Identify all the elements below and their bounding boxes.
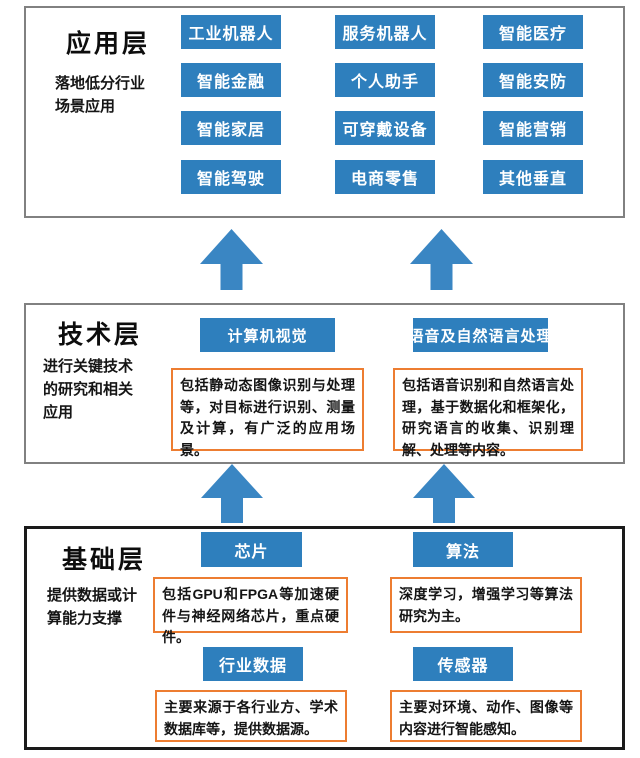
- algorithms-description: 深度学习，增强学习等算法研究为主。: [390, 577, 582, 633]
- technology-subtitle-line-2: 的研究和相关: [43, 381, 134, 398]
- node-personal-assistant: 个人助手: [335, 63, 435, 97]
- node-computer-vision: 计算机视觉: [200, 318, 335, 352]
- node-smart-driving: 智能驾驶: [181, 160, 281, 194]
- application-layer-title: 应用层: [66, 30, 151, 58]
- foundation-subtitle-line-2: 算能力支撑: [47, 610, 123, 627]
- chips-description: 包括GPU和FPGA等加速硬件与神经网络芯片，重点硬件。: [153, 577, 348, 645]
- node-smart-home: 智能家居: [181, 111, 281, 145]
- node-service-robots: 服务机器人: [335, 15, 435, 49]
- node-industrial-robots: 工业机器人: [181, 15, 281, 49]
- application-subtitle-line-2: 场景应用: [55, 98, 116, 115]
- node-smart-security: 智能安防: [483, 63, 583, 97]
- node-industry-data: 行业数据: [203, 647, 303, 681]
- application-subtitle-line-1: 落地低分行业: [55, 75, 146, 92]
- node-smart-healthcare: 智能医疗: [483, 15, 583, 49]
- technology-layer-title: 技术层: [58, 321, 143, 349]
- node-other-verticals: 其他垂直: [483, 160, 583, 194]
- node-wearables: 可穿戴设备: [335, 111, 435, 145]
- node-sensors: 传感器: [413, 647, 513, 681]
- node-smart-finance: 智能金融: [181, 63, 281, 97]
- up-arrow-icon: [410, 229, 473, 290]
- up-arrow-icon: [201, 464, 263, 523]
- technology-layer-subtitle: 进行关键技术 的研究和相关 应用: [43, 355, 133, 424]
- foundation-subtitle-line-1: 提供数据或计: [47, 587, 138, 604]
- node-chips: 芯片: [201, 532, 302, 567]
- node-ecommerce-retail: 电商零售: [335, 160, 435, 194]
- node-algorithms: 算法: [413, 532, 513, 567]
- technology-subtitle-line-3: 应用: [43, 404, 74, 421]
- up-arrow-icon: [413, 464, 475, 523]
- node-speech-nlp: 语音及自然语言处理: [409, 318, 552, 352]
- speech-nlp-description: 包括语音识别和自然语言处理，基于数据化和框架化，研究语言的收集、识别理解、处理等…: [393, 368, 583, 458]
- computer-vision-description: 包括静动态图像识别与处理等，对目标进行识别、测量及计算，有广泛的应用场景。: [171, 368, 364, 458]
- application-layer-subtitle: 落地低分行业 场景应用: [55, 72, 145, 118]
- foundation-layer-title: 基础层: [62, 546, 147, 574]
- industry-data-description: 主要来源于各行业方、学术数据库等，提供数据源。: [155, 690, 347, 742]
- technology-subtitle-line-1: 进行关键技术: [43, 358, 134, 375]
- sensors-description: 主要对环境、动作、图像等内容进行智能感知。: [390, 690, 582, 742]
- foundation-layer-subtitle: 提供数据或计 算能力支撑: [47, 584, 137, 630]
- node-smart-marketing: 智能营销: [483, 111, 583, 145]
- up-arrow-icon: [200, 229, 263, 290]
